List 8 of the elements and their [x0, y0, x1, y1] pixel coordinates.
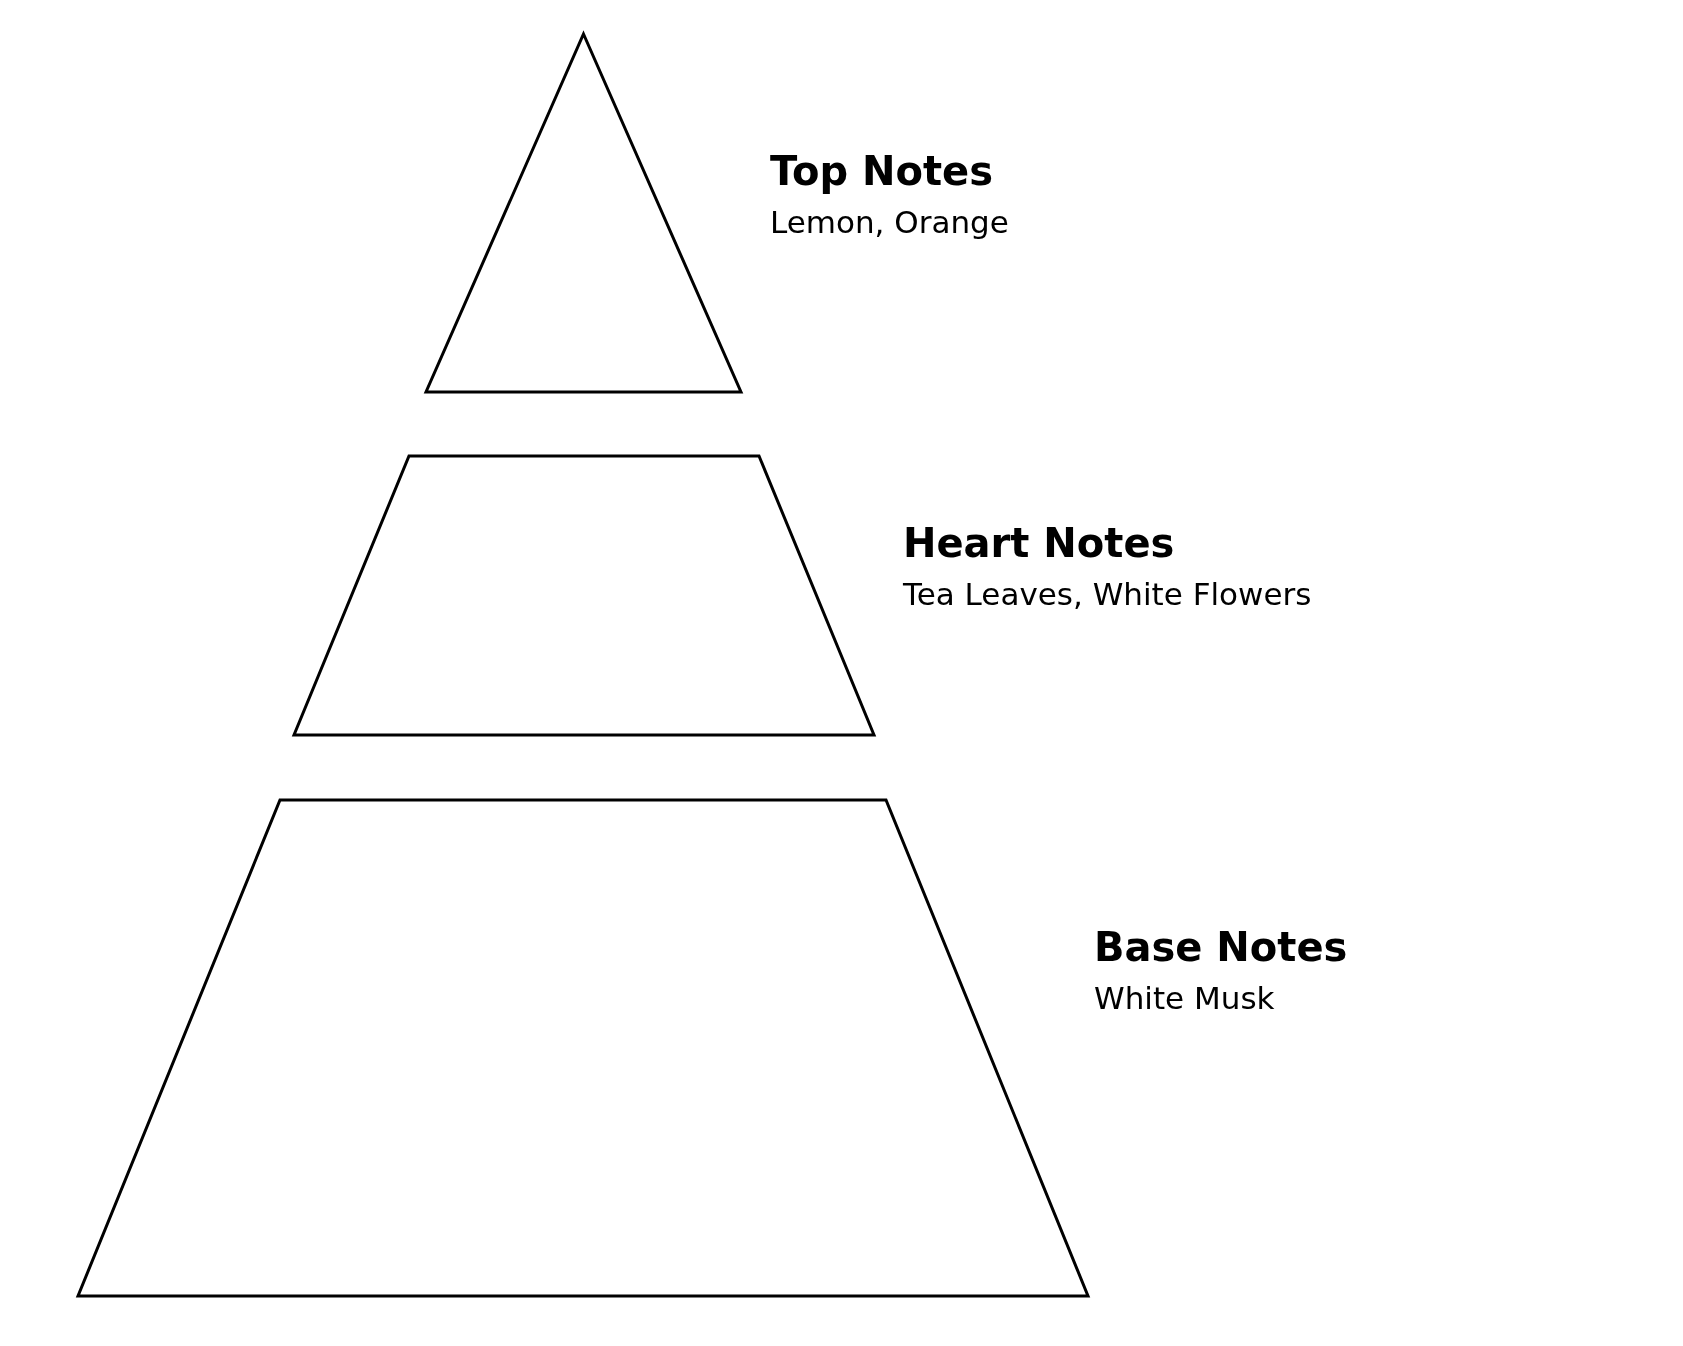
note-list: Lemon, Orange	[770, 202, 1009, 242]
note-list: White Musk	[1094, 978, 1275, 1018]
pyramid-tier-trapezoid	[78, 800, 1088, 1296]
note-list: Tea Leaves, White Flowers	[903, 574, 1312, 614]
tier-heading: Top Notes	[770, 147, 994, 196]
tier-heading: Base Notes	[1094, 923, 1348, 972]
tier-heading: Heart Notes	[903, 519, 1175, 568]
pyramid-tier-trapezoid	[294, 456, 874, 735]
